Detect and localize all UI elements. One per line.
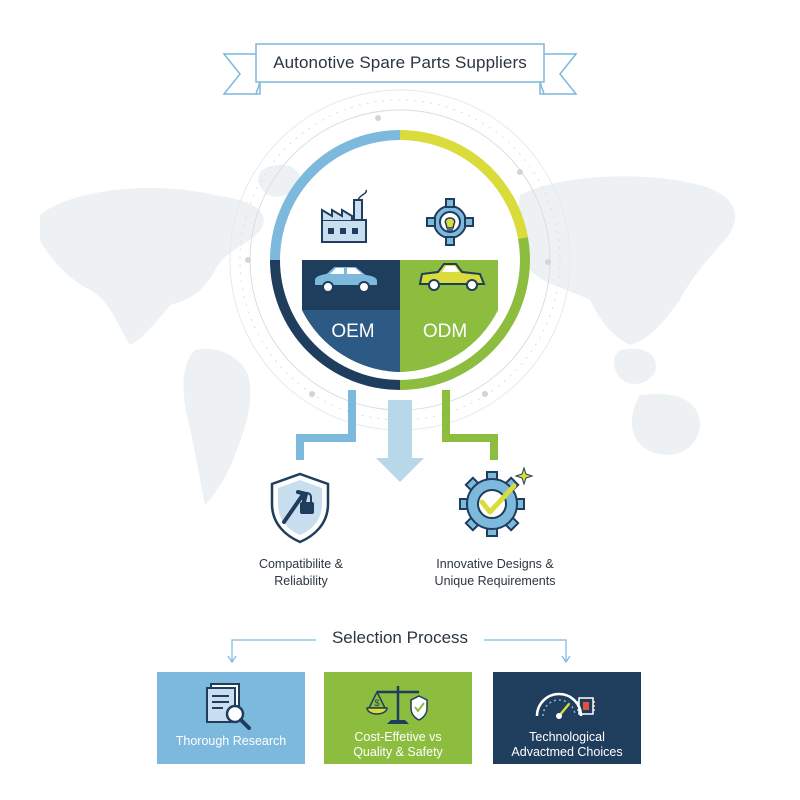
svg-text:$: $: [374, 698, 379, 708]
sedan-car-icon: [313, 265, 379, 293]
feature-label-compatibility: Compatibilite & Reliability: [258, 557, 344, 588]
card-label: Thorough Research: [175, 734, 287, 748]
quadrant-label-odm: ODM: [422, 321, 468, 342]
selection-process-title: Selection Process: [331, 628, 469, 647]
feature-label-innovative: Innovative Designs & Unique Requirements: [434, 557, 556, 588]
down-arrow-icon: [376, 400, 424, 482]
card-cost-quality: $ Cost-Effetive vs Quality & Safety: [324, 672, 472, 764]
sports-car-icon: [418, 263, 486, 291]
balance-scale-icon: $: [366, 686, 428, 724]
card-tech-choices: Technological Advactmed Choices: [493, 672, 641, 764]
arc-yellow: [399, 130, 528, 239]
title-banner: [222, 43, 578, 95]
quadrant-bg-oem: [302, 310, 400, 372]
quadrant-bg-odm: [400, 310, 498, 372]
speedometer-chip-icon: [535, 692, 595, 719]
arc-navy: [270, 259, 401, 390]
connector-blue: [296, 390, 356, 460]
page-title: Autonotive Spare Parts Suppliers: [273, 53, 527, 72]
arc-light-blue: [270, 130, 401, 261]
gear-lightbulb-icon: [426, 198, 474, 246]
quadrant-label-oem: OEM: [331, 321, 375, 342]
card-thorough-research: Thorough Research: [157, 672, 305, 764]
gear-checkmark-icon: [459, 466, 534, 537]
shield-wrench-lock-icon: [270, 472, 330, 544]
document-magnifier-icon: [206, 683, 251, 730]
factory-icon: [321, 189, 368, 243]
arc-green: [399, 237, 530, 390]
card-label: Technological Advactmed Choices: [511, 730, 623, 759]
selection-lines: [227, 639, 571, 664]
card-label: Cost-Effetive vs Quality & Safety: [353, 730, 443, 759]
connector-green: [442, 390, 498, 460]
